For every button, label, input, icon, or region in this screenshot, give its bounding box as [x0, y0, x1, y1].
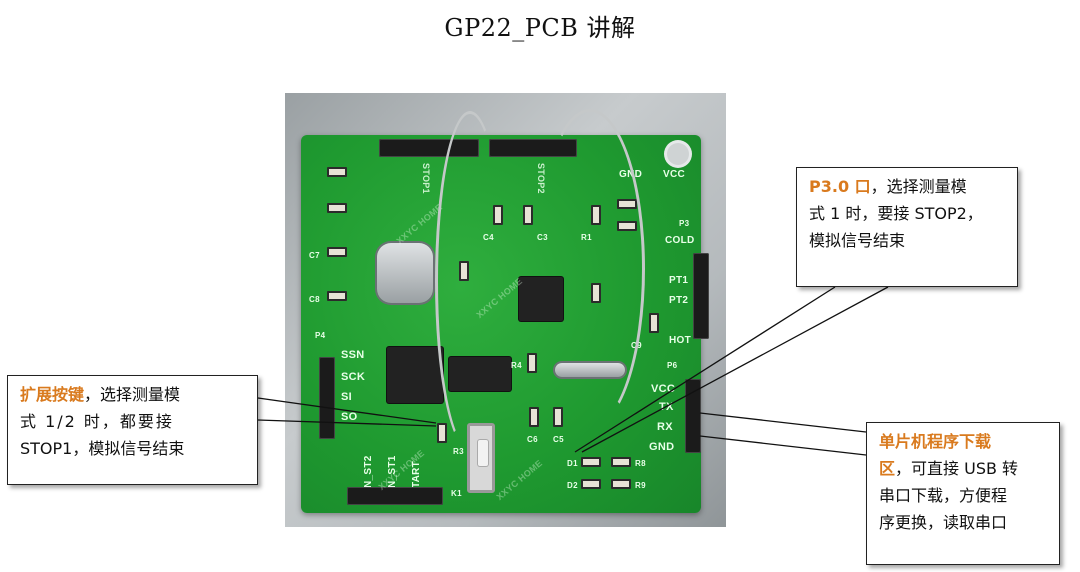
- line-key-b: [257, 419, 437, 427]
- pcb-label-cold: COLD: [665, 235, 695, 246]
- cap-c2: [327, 203, 347, 213]
- pcb-label-pt2: PT2: [669, 295, 689, 306]
- bottom-header: [347, 487, 443, 505]
- p4-header: [319, 357, 335, 439]
- pcb-photo: STOP1 STOP2 GND VCC C7 C8 C4 C3 R1 P3 CO…: [285, 93, 726, 527]
- pcb-label-d2: D2: [567, 481, 578, 490]
- callout-p30-line1-text: ，选择测量模: [870, 177, 967, 196]
- button-cap: [478, 440, 488, 466]
- line-p30-a: [574, 286, 836, 453]
- callout-p30-line1: P3.0 口，选择测量模: [809, 173, 1005, 200]
- callout-p30-line2: 式 1 时，要接 STOP2，: [809, 204, 983, 223]
- cap-c6: [529, 407, 539, 427]
- pcb-label-c5: C5: [553, 435, 564, 444]
- cap-c8: [327, 291, 347, 301]
- pcb-label-r9: R9: [635, 481, 646, 490]
- line-mcu-a: [699, 412, 867, 433]
- pcb-label-sck: SCK: [341, 371, 366, 383]
- jumper-wire-right: [535, 109, 645, 429]
- diode-d2: [581, 479, 601, 489]
- callout-p30-highlight: P3.0 口: [809, 177, 871, 196]
- pcb-label-hot: HOT: [669, 335, 692, 346]
- pcb-label-p4: P4: [315, 331, 326, 340]
- pcb-label-p3: P3: [679, 219, 690, 228]
- cap-c7: [327, 247, 347, 257]
- pcb-label-c6: C6: [527, 435, 538, 444]
- callout-key: 扩展按键，选择测量模 式 1/2 时，都要接 STOP1，模拟信号结束: [7, 375, 258, 485]
- callout-mcu: 单片机程序下载 区，可直接 USB 转 串口下载，方便程 序更换，读取串口: [866, 422, 1060, 565]
- callout-key-highlight: 扩展按键: [20, 385, 85, 404]
- callout-p30-line3: 模拟信号结束: [809, 231, 906, 250]
- cap-c1: [327, 167, 347, 177]
- callout-key-line1: 扩展按键，选择测量模: [20, 381, 245, 408]
- callout-key-line3: STOP1，模拟信号结束: [20, 439, 185, 458]
- p6-header: [685, 379, 701, 453]
- callout-mcu-line2: 区，可直接 USB 转: [879, 455, 1047, 482]
- diode-d1: [581, 457, 601, 467]
- callout-mcu-highlight-1: 单片机程序下载: [879, 432, 992, 451]
- line-key-a: [257, 397, 437, 424]
- pcb-label-r8: R8: [635, 459, 646, 468]
- callout-key-line2: 式 1/2 时，都要接: [20, 412, 174, 431]
- callout-mcu-line1: 单片机程序下载: [879, 428, 1047, 455]
- pcb-label-c8: C8: [309, 295, 320, 304]
- pcb-label-so: SO: [341, 411, 358, 423]
- cap-c5: [553, 407, 563, 427]
- pcb-label-pt1: PT1: [669, 275, 689, 286]
- pcb-label-si: SI: [341, 391, 352, 403]
- vcc-pad: [667, 143, 689, 165]
- callout-key-line1-text: ，选择测量模: [84, 385, 181, 404]
- p3-header: [693, 253, 709, 339]
- callout-mcu-line2-text: ，可直接 USB 转: [895, 459, 1019, 478]
- pcb-label-vcc-top: VCC: [663, 169, 686, 180]
- ic-left: [387, 347, 443, 403]
- resistor-r9: [611, 479, 631, 489]
- crystal-oscillator: [377, 243, 433, 303]
- callout-mcu-line4: 序更换，读取串口: [879, 513, 1008, 532]
- page-title: GP22_PCB 讲解: [444, 14, 636, 42]
- line-mcu-b: [699, 435, 867, 456]
- pcb-label-d1: D1: [567, 459, 578, 468]
- pcb-label-rx: RX: [657, 421, 673, 433]
- pcb-label-p6: P6: [667, 361, 678, 370]
- resistor-r3: [437, 423, 447, 443]
- cap-c9: [649, 313, 659, 333]
- jumper-wire-left: [435, 111, 505, 451]
- pcb-label-ssn: SSN: [341, 349, 365, 361]
- pcb-label-gnd-side: GND: [649, 441, 675, 453]
- pcb-label-r4: R4: [511, 361, 522, 370]
- pcb-label-c7: C7: [309, 251, 320, 260]
- pcb-label-r3: R3: [453, 447, 464, 456]
- callout-mcu-highlight-2: 区: [879, 459, 896, 478]
- resistor-r8: [611, 457, 631, 467]
- pcb-label-k1: K1: [451, 489, 462, 498]
- resistor-r4: [527, 353, 537, 373]
- cap-c3: [523, 205, 533, 225]
- line-p30-b: [581, 286, 889, 453]
- callout-mcu-line3: 串口下载，方便程: [879, 486, 1008, 505]
- callout-p30: P3.0 口，选择测量模 式 1 时，要接 STOP2， 模拟信号结束: [796, 167, 1018, 287]
